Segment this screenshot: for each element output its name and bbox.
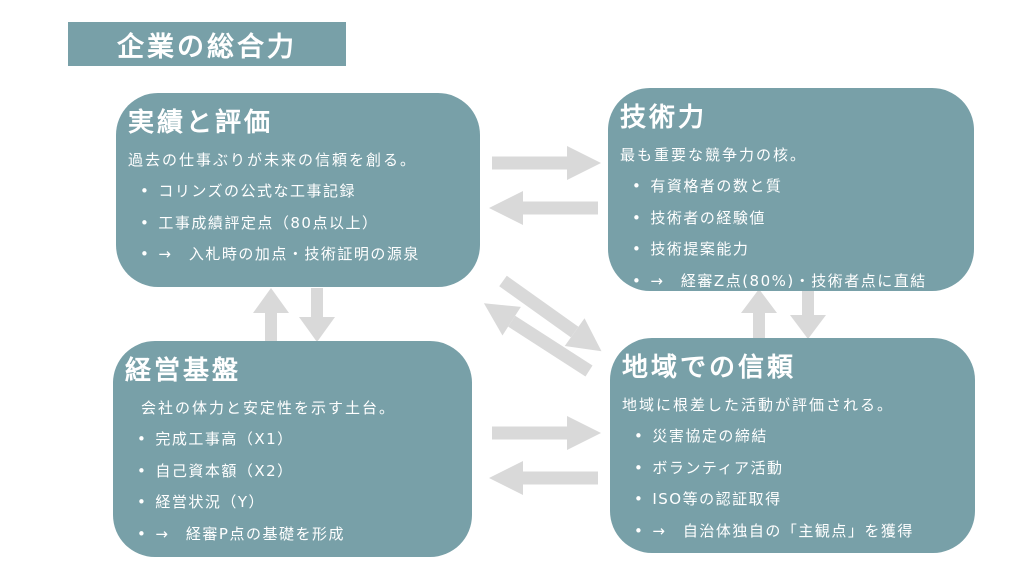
list-item-text: → 経審Z点(80%)・技術者点に直結	[650, 272, 927, 291]
card-bullet-list: 有資格者の数と質 技術者の経験値 技術提案能力 → 経審Z点(80%)・技術者点…	[620, 177, 958, 291]
arrow-diagonal-downright-icon	[499, 275, 602, 352]
bullet-dot-icon	[140, 182, 150, 201]
list-item: 工事成績評定点（80点以上）	[140, 214, 464, 233]
list-item-text: 工事成績評定点（80点以上）	[158, 213, 379, 232]
arrow-diagonal-upleft-icon	[483, 303, 593, 377]
card-bullet-list: 災害協定の締結 ボランティア活動 ISO等の認証取得 → 自治体独自の「主観点」…	[622, 427, 959, 541]
card-title: 経営基盤	[125, 356, 242, 386]
list-item-text: コリンズの公式な工事記録	[158, 181, 357, 200]
list-item-text: 技術者の経験値	[650, 208, 766, 227]
arrow-up-icon	[253, 288, 289, 341]
list-item-text: 有資格者の数と質	[650, 176, 783, 195]
arrow-right-icon	[492, 146, 601, 180]
arrow-down-icon	[299, 288, 335, 342]
card-subtitle: 最も重要な競争力の核。	[620, 145, 808, 164]
bullet-dot-icon	[632, 177, 642, 196]
list-item: 自己資本額（X2）	[137, 462, 456, 481]
bullet-dot-icon	[634, 427, 644, 446]
bullet-dot-icon	[137, 430, 147, 449]
list-item: 有資格者の数と質	[632, 177, 958, 196]
card-title: 地域での信頼	[622, 353, 797, 383]
bullet-dot-icon	[137, 525, 147, 544]
list-item: → 入札時の加点・技術証明の源泉	[140, 245, 464, 264]
card-chiiki-shinrai: 地域での信頼 地域に根差した活動が評価される。 災害協定の締結 ボランティア活動…	[610, 338, 975, 553]
page-title: 企業の総合力	[68, 22, 346, 66]
card-subtitle: 会社の体力と安定性を示す土台。	[141, 398, 397, 417]
list-item-text: → 経審P点の基礎を形成	[155, 525, 345, 544]
list-item: 経営状況（Y）	[137, 493, 456, 512]
card-subtitle: 地域に根差した活動が評価される。	[622, 395, 895, 414]
bullet-dot-icon	[632, 272, 642, 291]
list-item: → 経審Z点(80%)・技術者点に直結	[632, 272, 958, 291]
card-title: 技術力	[620, 103, 708, 133]
card-gijutsuryoku: 技術力 最も重要な競争力の核。 有資格者の数と質 技術者の経験値 技術提案能力 …	[608, 88, 974, 291]
list-item: ISO等の認証取得	[634, 490, 959, 509]
bullet-dot-icon	[634, 459, 644, 478]
bullet-dot-icon	[634, 490, 644, 509]
list-item-text: → 入札時の加点・技術証明の源泉	[158, 245, 420, 264]
card-subtitle: 過去の仕事ぶりが未来の信頼を創る。	[128, 150, 418, 169]
bullet-dot-icon	[140, 245, 150, 264]
list-item: → 経審P点の基礎を形成	[137, 525, 456, 544]
bullet-dot-icon	[140, 214, 150, 233]
card-jisseki-to-hyouka: 実績と評価 過去の仕事ぶりが未来の信頼を創る。 コリンズの公式な工事記録 工事成…	[116, 93, 480, 287]
list-item-text: ボランティア活動	[652, 458, 784, 477]
list-item-text: 技術提案能力	[650, 240, 750, 259]
bullet-dot-icon	[137, 493, 147, 512]
arrow-left-icon	[489, 461, 598, 495]
list-item-text: ISO等の認証取得	[652, 490, 782, 509]
list-item: コリンズの公式な工事記録	[140, 182, 464, 201]
card-keiei-kiban: 経営基盤 会社の体力と安定性を示す土台。 完成工事高（X1） 自己資本額（X2）…	[113, 341, 472, 557]
list-item: 災害協定の締結	[634, 427, 959, 446]
bullet-dot-icon	[137, 462, 147, 481]
list-item-text: 経営状況（Y）	[155, 493, 266, 512]
card-bullet-list: コリンズの公式な工事記録 工事成績評定点（80点以上） → 入札時の加点・技術証…	[128, 182, 464, 264]
list-item-text: → 自治体独自の「主観点」を獲得	[652, 522, 914, 541]
list-item: 技術提案能力	[632, 240, 958, 259]
list-item-text: 自己資本額（X2）	[155, 461, 294, 480]
bullet-dot-icon	[632, 209, 642, 228]
card-title: 実績と評価	[128, 108, 274, 138]
list-item: ボランティア活動	[634, 459, 959, 478]
list-item-text: 完成工事高（X1）	[155, 429, 294, 448]
arrow-up-icon	[741, 289, 777, 338]
bullet-dot-icon	[632, 240, 642, 259]
list-item-text: 災害協定の締結	[652, 426, 768, 445]
list-item: → 自治体独自の「主観点」を獲得	[634, 522, 959, 541]
arrow-right-icon	[492, 416, 601, 450]
bullet-dot-icon	[634, 522, 644, 541]
arrow-left-icon	[489, 191, 598, 225]
card-bullet-list: 完成工事高（X1） 自己資本額（X2） 経営状況（Y） → 経審P点の基礎を形成	[125, 430, 456, 544]
arrow-down-icon	[790, 291, 826, 339]
list-item: 完成工事高（X1）	[137, 430, 456, 449]
list-item: 技術者の経験値	[632, 209, 958, 228]
page-title-label: 企業の総合力	[117, 31, 297, 63]
